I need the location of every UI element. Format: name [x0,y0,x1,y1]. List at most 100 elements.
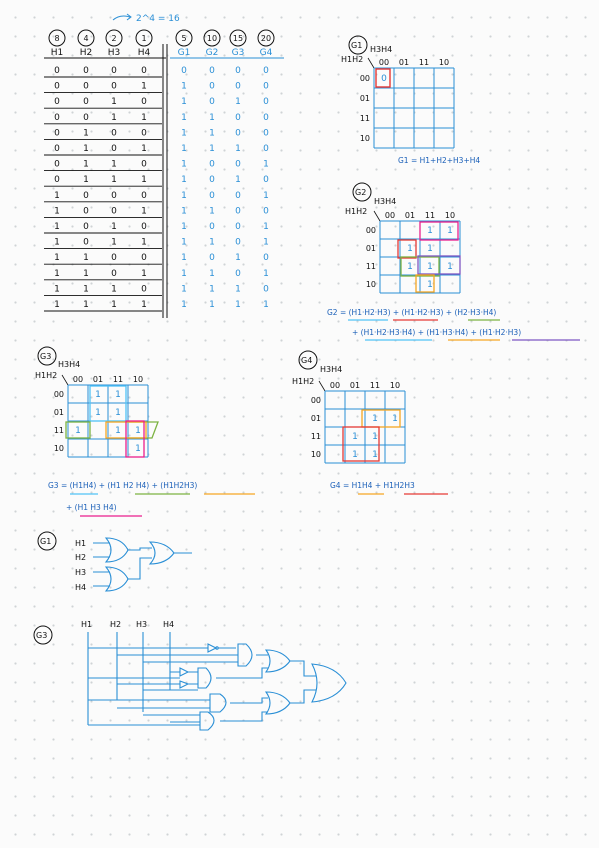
weight-circle [175,29,193,47]
output-cell: 1 [181,269,187,279]
output-header: G3 [232,48,245,58]
col-axis-label: H3H4 [370,45,392,54]
axis-divider [61,374,69,386]
col-label: 10 [445,211,455,220]
output-cell: 1 [181,206,187,216]
col-axis-label: H3H4 [320,365,342,374]
output-cell: 0 [263,128,269,138]
col-label: 10 [439,58,449,67]
group-highlight [342,426,380,462]
output-cell: 1 [209,238,215,248]
output-cell: 1 [263,269,269,279]
input-label-h1: H1 [75,539,86,548]
or-gate [148,541,175,565]
input-cell: 0 [83,191,89,201]
weight-circle [48,29,66,47]
group-highlight [417,255,461,275]
output-cell: 1 [209,113,215,123]
weight-label: 5 [181,34,186,43]
row-axis-label: H1H2 [345,207,367,216]
input-cell: 1 [111,113,117,123]
output-cell: 1 [181,144,187,154]
or-gate [104,537,129,563]
input-cell: 1 [111,238,117,248]
col-label: 11 [419,58,429,67]
not-gate [179,667,190,689]
badge-circle [348,35,368,55]
output-cell: 0 [263,253,269,263]
col-label: 00 [379,58,389,67]
badge-circle [33,625,53,645]
input-cell: 1 [141,82,147,92]
output-cell: 0 [263,113,269,123]
or-gate [264,649,291,673]
output-cell: 0 [209,97,215,107]
output-cell: 0 [235,113,241,123]
row-label: 10 [311,450,321,459]
kmap-cell: 1 [115,390,121,400]
output-cell: 0 [263,66,269,76]
col-label: 01 [405,211,415,220]
col-label: 11 [370,381,380,390]
input-cell: 1 [54,222,60,232]
col-label: 11 [425,211,435,220]
input-cell: 1 [141,269,147,279]
output-cell: 1 [235,284,241,294]
input-cell: 1 [111,300,117,310]
input-cell: 0 [111,128,117,138]
row-label: 11 [366,262,376,271]
input-cell: 1 [83,253,89,263]
output-cell: 1 [209,128,215,138]
kmap-cell: 0 [381,74,387,84]
group-highlight [125,420,145,458]
input-cell: 0 [83,222,89,232]
row-label: 11 [360,114,370,123]
group-highlight [65,421,91,439]
kmap-badge: G1 [351,41,362,50]
output-cell: 0 [235,238,241,248]
input-cell: 0 [111,66,117,76]
group-highlight [415,274,435,293]
axis-divider [373,210,381,222]
input-cell: 0 [54,144,60,154]
col-label: 00 [330,381,340,390]
output-cell: 0 [209,191,215,201]
output-cell: 0 [263,82,269,92]
input-cell: 0 [141,128,147,138]
input-cell: 1 [111,222,117,232]
col-axis-label: H3H4 [58,360,80,369]
output-cell: 1 [263,160,269,170]
output-cell: 1 [181,113,187,123]
kmap-badge: G4 [301,356,312,365]
kmap-cell: 1 [95,408,101,418]
group-highlight [419,221,459,241]
group-highlight [126,421,159,439]
output-cell: 1 [263,238,269,248]
output-cell: 1 [235,300,241,310]
output-cell: 0 [263,97,269,107]
output-cell: 0 [263,206,269,216]
output-cell: 1 [181,82,187,92]
output-cell: 1 [181,253,187,263]
row-axis-label: H1H2 [292,377,314,386]
output-cell: 1 [235,97,241,107]
output-cell: 0 [263,284,269,294]
weight-circle [135,29,153,47]
row-label: 10 [54,444,64,453]
row-label: 01 [360,94,370,103]
input-cell: 1 [83,128,89,138]
and-gate [199,711,215,731]
row-label: 01 [366,244,376,253]
col-label: 10 [390,381,400,390]
input-cell: 0 [54,175,60,185]
output-cell: 1 [181,191,187,201]
